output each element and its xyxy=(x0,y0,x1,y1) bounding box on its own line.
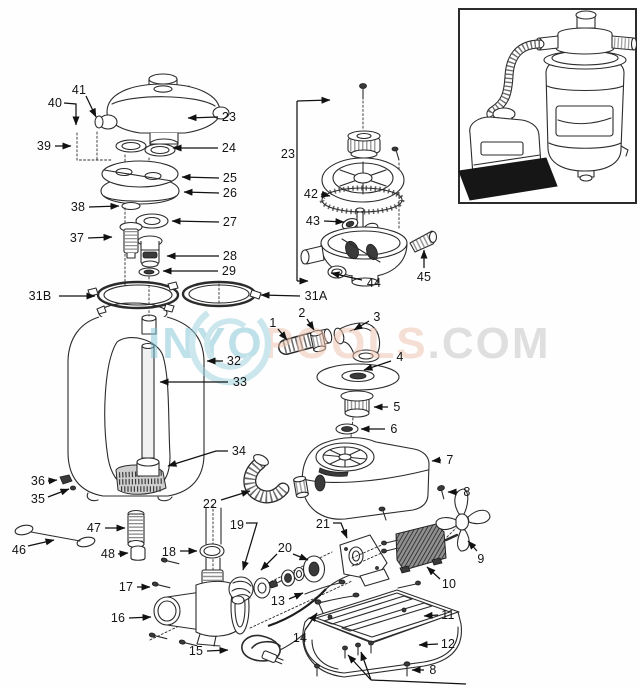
hose-nut xyxy=(293,475,309,499)
wire-terminal xyxy=(338,579,346,585)
gasket xyxy=(115,139,147,153)
motor-cord xyxy=(267,588,327,628)
filter-tank xyxy=(59,302,205,502)
drain-plug xyxy=(59,474,73,485)
seal-washer xyxy=(253,577,271,599)
valve-plate xyxy=(101,160,179,188)
base-frame xyxy=(308,589,460,643)
pump-group xyxy=(14,488,491,678)
inset-base xyxy=(458,157,558,201)
o-ring xyxy=(121,201,141,211)
clamp-ring-31B xyxy=(96,280,180,310)
tie-wand xyxy=(14,524,34,536)
pump-housing xyxy=(301,437,445,521)
nut xyxy=(309,329,327,353)
valve-assembly-right xyxy=(300,83,438,287)
corrugated-hose xyxy=(243,453,309,504)
base-pan xyxy=(302,611,462,678)
screw xyxy=(437,485,445,500)
valve-stack-left xyxy=(76,73,262,317)
neck-fitting xyxy=(141,318,157,335)
assembled-unit-inset xyxy=(458,8,638,204)
